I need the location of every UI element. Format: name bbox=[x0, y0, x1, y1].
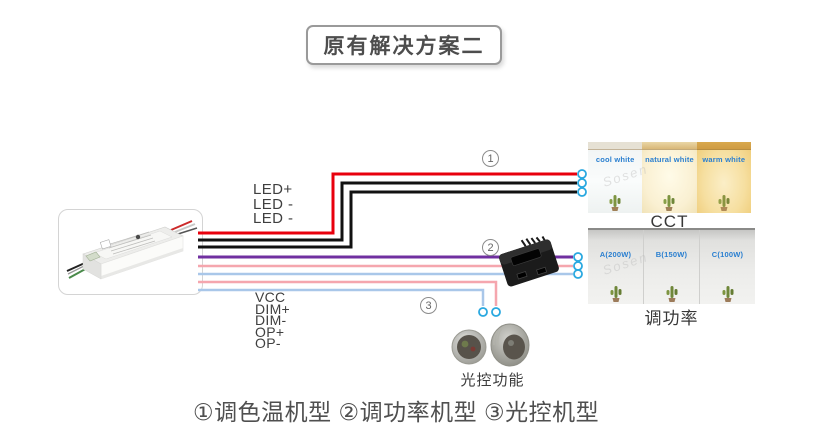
label-dim-plus: DIM+ bbox=[255, 300, 291, 317]
power-panel-label: A(200W) bbox=[599, 250, 632, 259]
power-panel-label: C(100W) bbox=[711, 250, 744, 259]
wire-led-minus-black-1 bbox=[198, 181, 577, 242]
driver-front-shadow bbox=[101, 248, 183, 279]
light-control-caption: 光控功能 bbox=[460, 372, 525, 389]
control-wire-labels: VCC DIM+ DIM- OP+ OP- bbox=[255, 289, 291, 351]
power-panel-b: B(150W) bbox=[643, 230, 699, 304]
driver-spec-label-lines bbox=[106, 231, 156, 255]
photocell-left-cell bbox=[461, 340, 469, 348]
dimmer-connector-port-2 bbox=[536, 266, 548, 276]
wire-op-plus-pink bbox=[198, 280, 498, 306]
power-panel-label: B(150W) bbox=[655, 250, 688, 259]
driver-wire-dark-right bbox=[177, 227, 198, 235]
cactus-icon bbox=[718, 195, 730, 211]
cct-caption: CCT bbox=[650, 212, 689, 231]
cct-panel-ceiling bbox=[696, 142, 751, 150]
label-op-plus: OP+ bbox=[255, 323, 285, 340]
dimmer-connector-slot bbox=[510, 248, 542, 266]
cactus-icon bbox=[663, 195, 675, 211]
photocell-right-cell bbox=[508, 340, 514, 346]
dimmer-connector-pins bbox=[520, 236, 546, 247]
cct-photo: cool white natural white warm white bbox=[588, 142, 751, 213]
photocell-right-window bbox=[503, 334, 525, 360]
power-panel-c: C(100W) bbox=[699, 230, 755, 304]
driver-wire-white-right bbox=[174, 223, 196, 233]
cct-panel-label: natural white bbox=[645, 155, 694, 164]
photocell-right-ridges bbox=[493, 327, 503, 346]
photocell-sensor-right bbox=[490, 323, 530, 367]
cct-panel-ceiling bbox=[642, 142, 697, 150]
power-panel-a: A(200W) bbox=[588, 230, 643, 304]
cct-panel-label: cool white bbox=[595, 155, 635, 164]
photocell-left-highlight bbox=[458, 333, 468, 339]
terminal-op-1 bbox=[478, 307, 488, 317]
wire-op-minus-blue bbox=[198, 288, 485, 306]
label-vcc: VCC bbox=[255, 289, 286, 305]
label-dim-minus: DIM- bbox=[255, 312, 287, 328]
led-wire-labels: LED+ LED - LED - bbox=[253, 181, 294, 227]
diagram-title-text: 原有解决方案二 bbox=[323, 35, 485, 58]
wire-led-plus-red bbox=[198, 172, 577, 235]
photocell-sensor-left bbox=[451, 329, 487, 365]
cct-panel-warm-white: warm white bbox=[696, 142, 751, 213]
cactus-icon bbox=[666, 286, 677, 302]
terminal-dim-1 bbox=[573, 252, 583, 262]
cactus-icon bbox=[722, 286, 733, 302]
terminal-op-2 bbox=[491, 307, 501, 317]
driver-wire-red-right bbox=[170, 220, 193, 231]
power-photo: A(200W) B(150W) C(100W) bbox=[588, 228, 755, 304]
cct-panel-natural-white: natural white bbox=[642, 142, 697, 213]
terminal-dim-2 bbox=[573, 261, 583, 271]
label-led-plus: LED+ bbox=[253, 181, 293, 198]
cactus-icon bbox=[609, 195, 621, 211]
photocell-left-window bbox=[457, 335, 481, 359]
cactus-icon bbox=[610, 286, 621, 302]
driver-terminal-block bbox=[85, 251, 101, 262]
bottom-caption: ①调色温机型 ②调功率机型 ③光控机型 bbox=[193, 399, 600, 425]
diagram-title: 原有解决方案二 bbox=[306, 25, 502, 65]
terminal-dim-3 bbox=[573, 269, 583, 279]
marker-1: 1 bbox=[482, 150, 499, 167]
cct-panel-cool-white: cool white bbox=[588, 142, 643, 213]
driver-qr-mark bbox=[99, 239, 112, 250]
dimmer-connector-port-1 bbox=[516, 271, 528, 280]
terminal-led-1 bbox=[577, 169, 587, 179]
terminal-led-3 bbox=[577, 187, 587, 197]
photocell-left-dot bbox=[470, 346, 476, 352]
label-led-minus-1: LED - bbox=[253, 195, 294, 213]
wire-led-minus-black-2 bbox=[198, 190, 577, 249]
driver-end-face bbox=[82, 253, 102, 280]
power-caption: 调功率 bbox=[644, 309, 699, 328]
led-driver-box bbox=[58, 209, 203, 295]
cct-panel-ceiling bbox=[588, 142, 643, 150]
terminal-led-2 bbox=[577, 178, 587, 188]
cct-panel-label: warm white bbox=[702, 155, 746, 164]
dimmer-connector bbox=[499, 236, 559, 287]
marker-3: 3 bbox=[420, 297, 437, 314]
marker-2: 2 bbox=[482, 239, 499, 256]
led-driver-illustration bbox=[66, 220, 198, 280]
driver-logo-dot bbox=[135, 234, 141, 240]
label-op-minus: OP- bbox=[255, 335, 281, 351]
label-led-minus-2: LED - bbox=[253, 210, 294, 227]
